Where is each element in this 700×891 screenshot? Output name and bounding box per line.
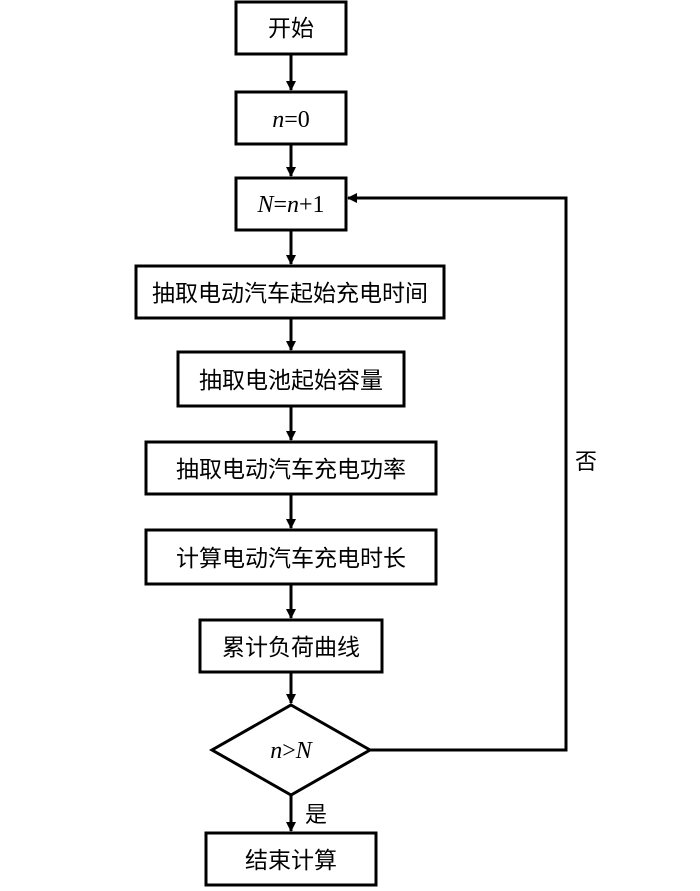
increment-node: N=n+1 (234, 176, 348, 232)
calc-duration-label: 计算电动汽车充电时长 (176, 546, 406, 572)
no-branch-label: 否 (575, 450, 597, 475)
accumulate-load-node: 累计负荷曲线 (198, 618, 384, 674)
decision-label: n>N (270, 738, 314, 764)
increment-label: N=n+1 (256, 192, 324, 218)
end-node: 结束计算 (204, 831, 378, 887)
sample-power-node: 抽取电动汽车充电功率 (144, 440, 438, 496)
init-node: n=0 (234, 90, 348, 146)
arrow-no-loop-back (347, 193, 568, 752)
start-node: 开始 (234, 0, 348, 56)
end-label: 结束计算 (245, 848, 337, 874)
sample-start-time-label: 抽取电动汽车起始充电时间 (152, 281, 428, 307)
sample-start-time-node: 抽取电动汽车起始充电时间 (134, 264, 446, 320)
sample-capacity-label: 抽取电池起始容量 (199, 368, 383, 394)
calc-duration-node: 计算电动汽车充电时长 (144, 528, 438, 586)
sample-power-label: 抽取电动汽车充电功率 (176, 457, 406, 483)
start-label: 开始 (268, 16, 314, 42)
yes-branch-label: 是 (305, 803, 327, 828)
decision-node: n>N (208, 703, 374, 797)
accumulate-load-label: 累计负荷曲线 (222, 635, 360, 661)
sample-capacity-node: 抽取电池起始容量 (176, 350, 406, 408)
init-label: n=0 (272, 107, 310, 133)
